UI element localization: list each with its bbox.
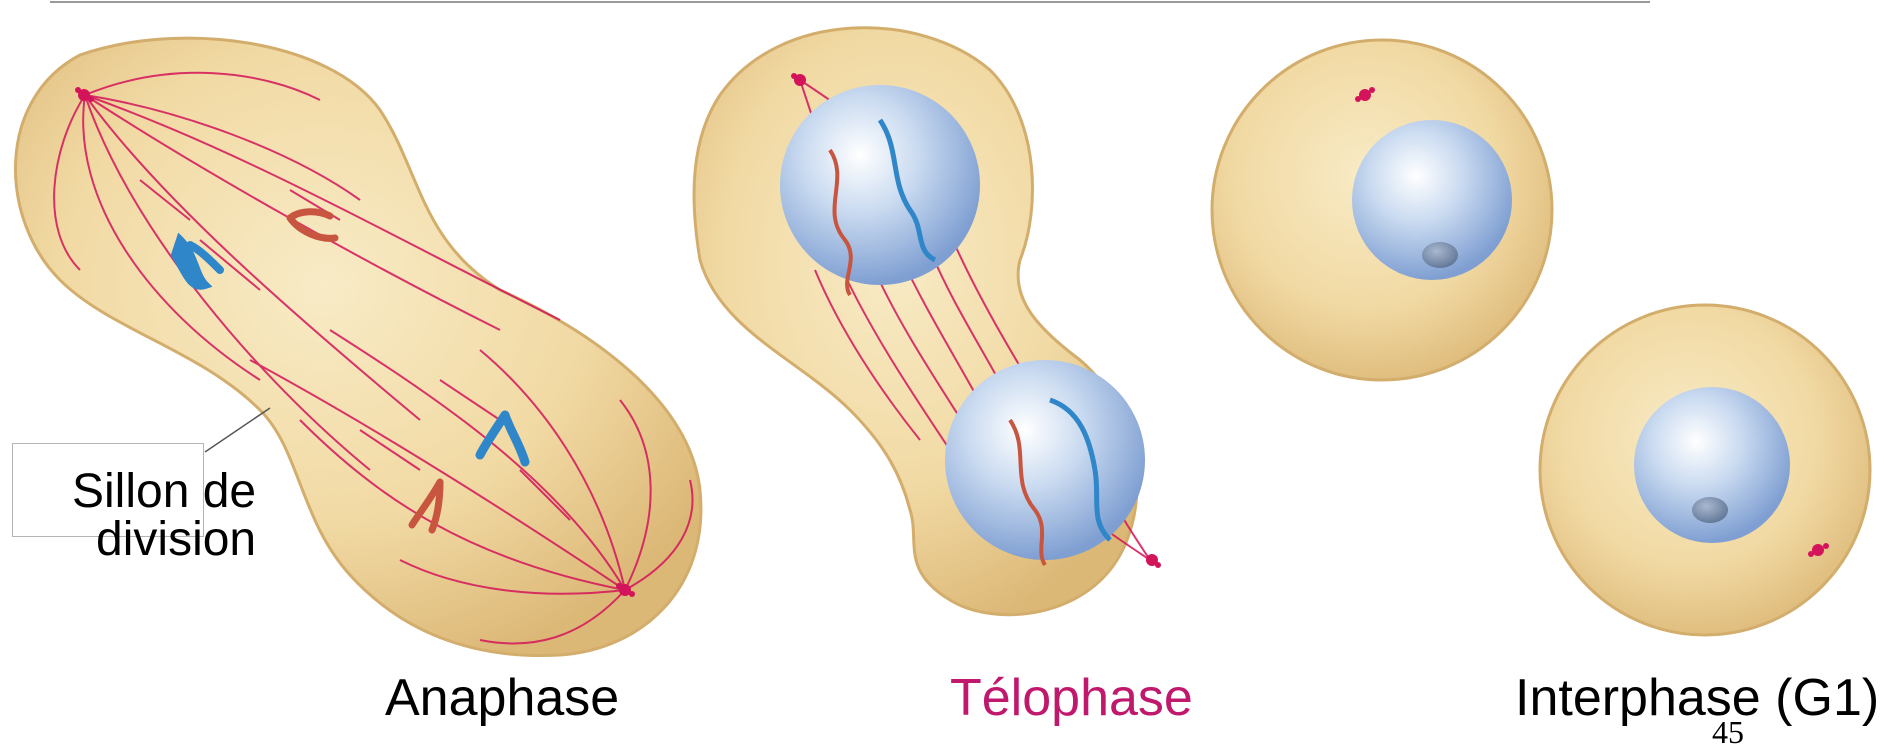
page-number: 45 bbox=[1712, 716, 1744, 748]
anaphase-label: Anaphase bbox=[385, 672, 619, 724]
telophase-nucleus-top bbox=[780, 85, 980, 285]
interphase-label: Interphase (G1) bbox=[1515, 672, 1879, 724]
interphase-cell-top bbox=[1212, 40, 1552, 380]
interphase-cell-bottom bbox=[1540, 305, 1870, 635]
nucleolus-bottom bbox=[1692, 497, 1728, 523]
callout-leader-line bbox=[205, 408, 270, 452]
callout-label: Sillon de division bbox=[72, 468, 256, 564]
nucleolus-top bbox=[1422, 242, 1458, 268]
telophase-label: Télophase bbox=[950, 672, 1193, 724]
telophase-cell bbox=[694, 28, 1161, 615]
telophase-centrosome-bottom bbox=[1146, 554, 1161, 568]
callout-line-1: Sillon de bbox=[72, 468, 256, 516]
telophase-nucleus-bottom bbox=[945, 360, 1145, 560]
callout-line-2: division bbox=[72, 516, 256, 564]
